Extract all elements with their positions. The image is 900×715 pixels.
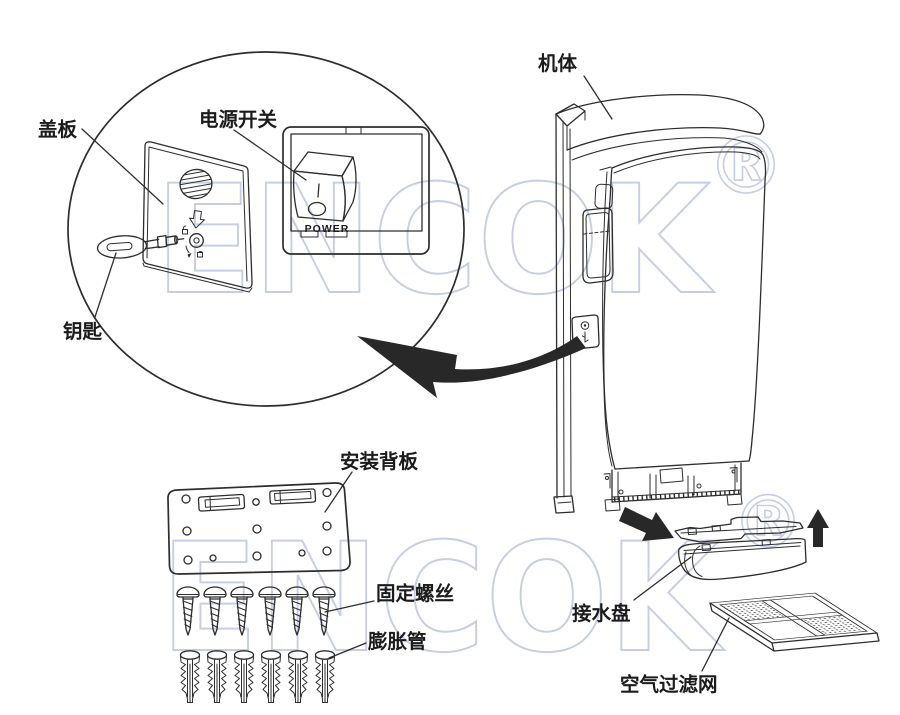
label-drip-tray: 接水盘 (572, 602, 631, 625)
lift-up-arrow (807, 509, 829, 547)
drip-tray (677, 538, 807, 581)
lock-icon (182, 225, 204, 258)
leader-key (94, 252, 117, 318)
leader-mounting-plate (324, 471, 353, 513)
label-key: 钥匙 (63, 320, 103, 343)
watermark-text-top: ENCOK (155, 154, 715, 328)
unlock-arrow-icon (189, 210, 205, 229)
labels: 盖板 电源开关 钥匙 机体 安装背板 固定螺丝 膨胀管 接水盘 空气过滤网 (38, 52, 730, 696)
leader-fixing-screws (324, 600, 375, 613)
drip-tray-lid (674, 516, 804, 543)
slide-out-arrow (619, 507, 674, 541)
label-power-switch: 电源开关 (199, 108, 278, 131)
label-expansion-tubes: 膨胀管 (367, 630, 427, 653)
power-switch-text: POWER (305, 223, 350, 235)
label-fixing-screws: 固定螺丝 (376, 582, 454, 605)
drip-tray-assembly (619, 507, 829, 581)
leader-cover-plate (81, 128, 164, 205)
leader-drip-tray (633, 556, 692, 601)
cover-plate (142, 141, 253, 293)
leader-air-filter (701, 617, 730, 672)
rocker-switch-icon (292, 151, 357, 222)
power-switch-panel: POWER (282, 126, 430, 255)
label-mounting-plate: 安装背板 (340, 450, 419, 473)
label-main-body: 机体 (538, 52, 578, 75)
magnifier-ellipse (67, 51, 465, 407)
unit-lock-plate (571, 314, 600, 350)
air-filter (709, 592, 880, 652)
label-cover-plate: 盖板 (38, 118, 78, 141)
key-icon (96, 234, 185, 259)
watermark-registered-top: ® (707, 122, 785, 212)
leader-expansion-tubes (328, 642, 367, 659)
hand-dryer-unit (553, 94, 767, 514)
zoom-callout-arrow (357, 336, 586, 398)
leader-power-switch (233, 129, 307, 181)
leader-main-body (583, 75, 613, 120)
label-air-filter: 空气过滤网 (620, 673, 718, 696)
